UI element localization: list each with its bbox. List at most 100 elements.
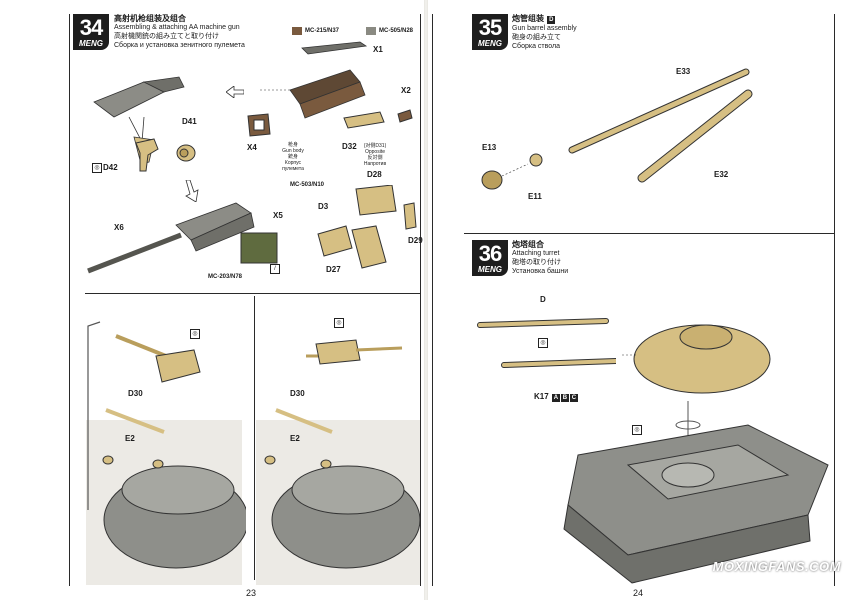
step-36-number: 36 bbox=[478, 241, 502, 266]
arrow-down-right-icon bbox=[185, 180, 199, 202]
k17-box-c: C bbox=[569, 394, 578, 402]
paint-code-2: MC-505/N28 bbox=[379, 28, 414, 34]
gun-body-ru: Корпус пулемета bbox=[282, 160, 304, 172]
gun-assembled-illustration bbox=[93, 76, 185, 165]
part-d42-illustration bbox=[135, 138, 159, 172]
left-page-border-left bbox=[69, 14, 70, 586]
cement-icon-c: ◎ bbox=[538, 338, 548, 348]
paint-code-1: MC-215/N37 bbox=[305, 28, 340, 34]
step-36-brand: MENG bbox=[478, 265, 502, 274]
step-34-badge: 34 MENG bbox=[73, 14, 109, 50]
column-divider-left bbox=[254, 296, 255, 580]
opposite-note-ja: 反対側 bbox=[367, 155, 383, 161]
instruction-page-left: 34 MENG 高射机枪组装及组合 Assembling & attaching… bbox=[0, 0, 424, 600]
step-36-badge: 36 MENG bbox=[472, 240, 508, 276]
barrel-parts-illustration bbox=[477, 318, 616, 368]
part-d32-illustration bbox=[343, 111, 385, 129]
part-label-d41: D41 bbox=[182, 117, 197, 126]
part-label-e2-a: E2 bbox=[125, 434, 135, 443]
step-34-title-en: Assembling & attaching AA machine gun bbox=[114, 24, 240, 31]
step-35-title-ja: 砲身の組み立て bbox=[512, 34, 561, 41]
part-d41-illustration bbox=[176, 144, 196, 162]
part-label-d42: D42 bbox=[103, 163, 118, 172]
page-number-left: 23 bbox=[246, 588, 257, 598]
instruction-page-right: 35 MENG 炮管组装 D Gun barrel assembly 砲身の組み… bbox=[428, 0, 849, 600]
turret-gun-install-illustration-b bbox=[264, 339, 420, 569]
gun-with-ammo-box-illustration bbox=[87, 202, 278, 274]
arrow-left-icon bbox=[226, 86, 244, 98]
step-34-brand: MENG bbox=[79, 39, 103, 48]
part-k17-text: K17 bbox=[534, 392, 549, 401]
part-label-x6: X6 bbox=[114, 223, 124, 232]
part-label-d32: D32 bbox=[342, 142, 357, 151]
gun-body-zh: 枪身 bbox=[287, 142, 298, 148]
part-label-x5: X5 bbox=[273, 211, 283, 220]
part-label-d3: D3 bbox=[318, 202, 329, 211]
part-label-e2-b: E2 bbox=[290, 434, 300, 443]
k17-box-b: B bbox=[560, 394, 569, 402]
part-x2-illustration bbox=[397, 109, 413, 123]
k17-box-a: A bbox=[551, 394, 560, 402]
step-34-title-ja: 高射機関銃の組み立てと取り付け bbox=[114, 33, 219, 40]
cement-icon-b: ◎ bbox=[334, 318, 344, 328]
part-label-e11: E11 bbox=[528, 192, 542, 201]
step-34-title-zh: 高射机枪组装及组合 bbox=[114, 14, 186, 23]
part-label-x4: X4 bbox=[247, 143, 257, 152]
part-label-d30-a: D30 bbox=[128, 389, 143, 398]
paint-swatch-brown bbox=[292, 27, 302, 35]
section-divider-right bbox=[464, 233, 834, 234]
turret-gun-install-illustration-a bbox=[87, 321, 246, 569]
part-x4-illustration bbox=[247, 113, 271, 137]
right-page-border-right bbox=[834, 14, 835, 586]
cement-icon-d: ◎ bbox=[632, 425, 642, 435]
cement-icon-a: ◎ bbox=[190, 329, 200, 339]
step-36-title-en: Attaching turret bbox=[512, 250, 560, 257]
step-35-title-en: Gun barrel assembly bbox=[512, 25, 577, 32]
gun-body-en: Gun body bbox=[282, 148, 304, 154]
turret-illustration bbox=[622, 324, 771, 394]
step-35-title: 炮管组装 D Gun barrel assembly 砲身の組み立て Сборк… bbox=[512, 14, 577, 51]
mount-base-illustration bbox=[317, 225, 387, 269]
step-35-title-zh: 炮管组装 bbox=[512, 14, 544, 23]
opposite-note-ru: Напротив bbox=[363, 161, 387, 167]
tank-hull-illustration bbox=[563, 401, 829, 584]
step-36-title-ja: 砲塔の取り付け bbox=[512, 259, 561, 266]
part-label-d29: D29 bbox=[408, 236, 423, 245]
step-35-number: 35 bbox=[478, 15, 502, 40]
left-page-border-right bbox=[420, 14, 421, 586]
parts-e13-e11-illustration bbox=[481, 153, 543, 190]
paint-note-icon: / bbox=[270, 264, 280, 274]
page-gutter bbox=[422, 0, 430, 600]
part-label-e13: E13 bbox=[482, 143, 497, 152]
step-36-title-ru: Установка башни bbox=[512, 268, 569, 275]
gun-body-label: 枪身 Gun body 銃身 Корпус пулемета bbox=[278, 142, 308, 172]
part-label-d28: D28 bbox=[367, 170, 382, 179]
part-label-d30-b: D30 bbox=[290, 389, 305, 398]
part-label-e32: E32 bbox=[714, 170, 729, 179]
paint-code-mc203: MC-203/N78 bbox=[208, 274, 243, 280]
step-36-title: 炮塔组合 Attaching turret 砲塔の取り付け Установка … bbox=[512, 240, 568, 276]
part-x1-illustration bbox=[301, 41, 368, 55]
section-divider-left bbox=[85, 293, 420, 294]
part-label-x1: X1 bbox=[373, 45, 383, 54]
paint-code-mc503: MC-503/N10 bbox=[290, 182, 325, 188]
parts-d28-d29-illustration bbox=[355, 185, 417, 230]
step-35-brand: MENG bbox=[478, 39, 502, 48]
step-35-badge: 35 MENG bbox=[472, 14, 508, 50]
step-34-number: 34 bbox=[79, 15, 103, 40]
page-number-right: 24 bbox=[633, 588, 644, 598]
gun-barrels-illustration bbox=[568, 68, 753, 183]
opposite-note: (对侧D31) Opposite 反対側 Напротив bbox=[358, 143, 392, 167]
watermark-logo: MOXINGFANS.COM bbox=[712, 559, 841, 574]
part-label-d: D bbox=[540, 295, 546, 304]
gun-body-exploded-illustration bbox=[260, 69, 366, 119]
step-36-title-zh: 炮塔组合 bbox=[512, 240, 544, 249]
cement-icon: ◎ bbox=[92, 163, 102, 173]
step-35-part-box: D bbox=[547, 16, 556, 24]
step-35-title-ru: Сборка ствола bbox=[512, 43, 560, 50]
right-page-border-left bbox=[432, 14, 433, 586]
paint-swatch-gray bbox=[366, 27, 376, 35]
step-34-title-ru: Сборка и установка зенитного пулемета bbox=[114, 42, 245, 49]
step-34-title: 高射机枪组装及组合 Assembling & attaching AA mach… bbox=[114, 14, 245, 50]
